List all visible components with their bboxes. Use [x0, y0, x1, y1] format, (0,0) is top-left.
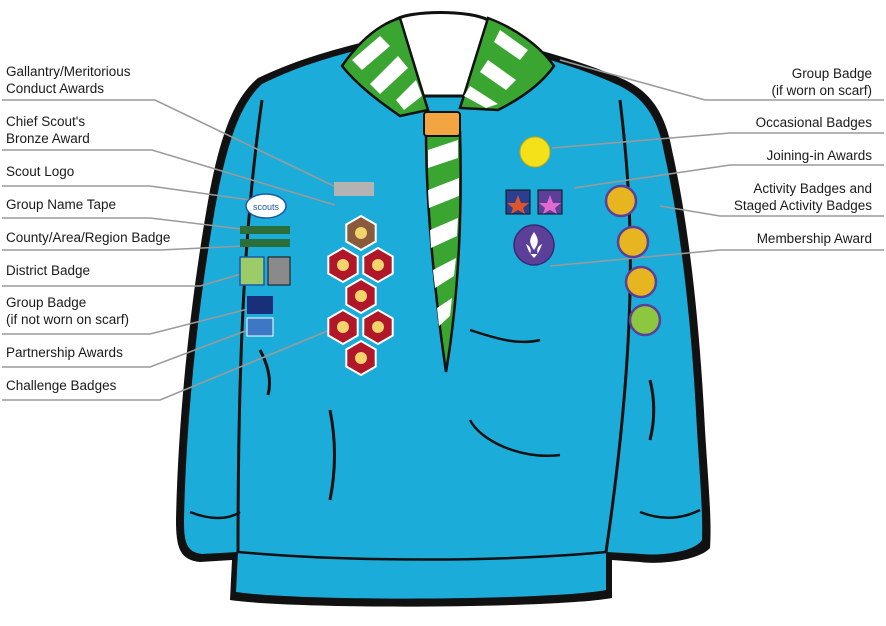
label-activity: Activity Badges and Staged Activity Badg… [733, 181, 872, 213]
joining-in-award-1-star [507, 195, 529, 214]
label-membership: Membership Award [756, 231, 872, 246]
challenge-badge-emblem [337, 259, 349, 271]
challenge-badge-emblem [372, 321, 384, 333]
label-chief-scout: Chief Scout's Bronze Award [6, 114, 90, 146]
group-name-tape [240, 226, 290, 234]
label-partnership: Partnership Awards [6, 345, 123, 360]
partnership-badge [246, 317, 274, 337]
activity-badge-1 [604, 184, 638, 218]
challenge-badge-emblem [372, 259, 384, 271]
left-cuff [189, 510, 241, 520]
label-joining-in: Joining-in Awards [766, 148, 872, 163]
collar [340, 11, 556, 373]
scarf-right [458, 16, 556, 112]
label-county-badge: County/Area/Region Badge [6, 230, 171, 245]
label-gallantry: Gallantry/Meritorious Conduct Awards [6, 64, 131, 96]
label-group-name-tape: Group Name Tape [6, 197, 117, 212]
scout-logo-text: scouts [253, 202, 280, 212]
fold-mark [328, 409, 336, 501]
label-scout-logo: Scout Logo [6, 164, 75, 179]
scarf-stripes [352, 30, 528, 110]
occasional-badge [519, 136, 551, 168]
joining-in-award-2-star [539, 195, 561, 214]
fold-mark [468, 419, 561, 458]
county-badge-tape [240, 239, 290, 247]
gallantry-award-bar [334, 182, 374, 196]
label-group-badge-right: Group Badge (if worn on scarf) [771, 66, 872, 98]
fold-mark [469, 328, 541, 344]
scout-logo-badge: scouts [245, 193, 287, 219]
label-group-badge-left: Group Badge (if not worn on scarf) [6, 295, 130, 327]
activity-badge-2 [616, 225, 650, 259]
district-badge-1 [239, 256, 265, 286]
fold-mark [648, 379, 656, 441]
district-badge-2 [267, 256, 291, 286]
fold-mark [258, 349, 272, 396]
group-badge [247, 296, 273, 314]
activity-badge-3 [624, 265, 658, 299]
right-cuff [639, 508, 701, 519]
challenge-badge-emblem [355, 290, 367, 302]
challenge-badge-emblem [355, 227, 367, 239]
activity-badge-4 [628, 303, 662, 337]
label-challenge: Challenge Badges [6, 378, 117, 393]
leader-lines [2, 59, 884, 401]
challenge-badge-emblem [337, 321, 349, 333]
label-district-badge: District Badge [6, 263, 91, 278]
label-occasional: Occasional Badges [755, 115, 872, 130]
badges-right [505, 136, 563, 266]
scarf-tail-stripes [428, 140, 459, 326]
activity-badges [604, 184, 662, 337]
challenge-badge-emblem [355, 352, 367, 364]
challenge-badges [327, 214, 394, 377]
waistband [237, 550, 607, 561]
fleur-de-lis-icon [526, 232, 542, 258]
woggle [423, 111, 461, 137]
badges-left: scouts [239, 182, 374, 337]
